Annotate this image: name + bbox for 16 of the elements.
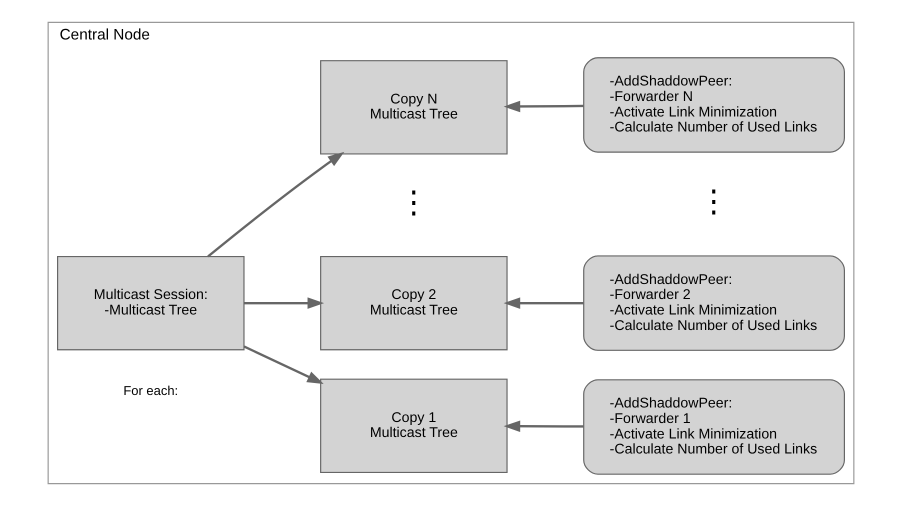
- arrow: [503, 297, 583, 309]
- node-box: -AddShaddowPeer: -Forwarder 2 -Activate Link Minimization -Calculate Number of Used Links: [582, 255, 844, 351]
- arrow: [206, 152, 344, 258]
- node-box: Multicast Session: -Multicast Tree: [56, 256, 244, 350]
- label: ⋮: [698, 184, 730, 218]
- node-box: Copy 1 Multicast Tree: [320, 378, 508, 473]
- arrow: [503, 420, 583, 432]
- label: For each:: [122, 382, 178, 398]
- node-box: Copy N Multicast Tree: [320, 60, 508, 154]
- node-box: -AddShaddowPeer: -Forwarder 1 -Activate Link Minimization -Calculate Number of Used Links: [582, 379, 844, 475]
- node-box: -AddShaddowPeer: -Forwarder N -Activate Link Minimization -Calculate Number of Used Links: [582, 57, 844, 153]
- arrow: [244, 297, 324, 309]
- arrow: [503, 100, 583, 112]
- arrow: [243, 345, 324, 384]
- label: ⋮: [398, 186, 429, 220]
- node-box: Copy 2 Multicast Tree: [320, 256, 508, 350]
